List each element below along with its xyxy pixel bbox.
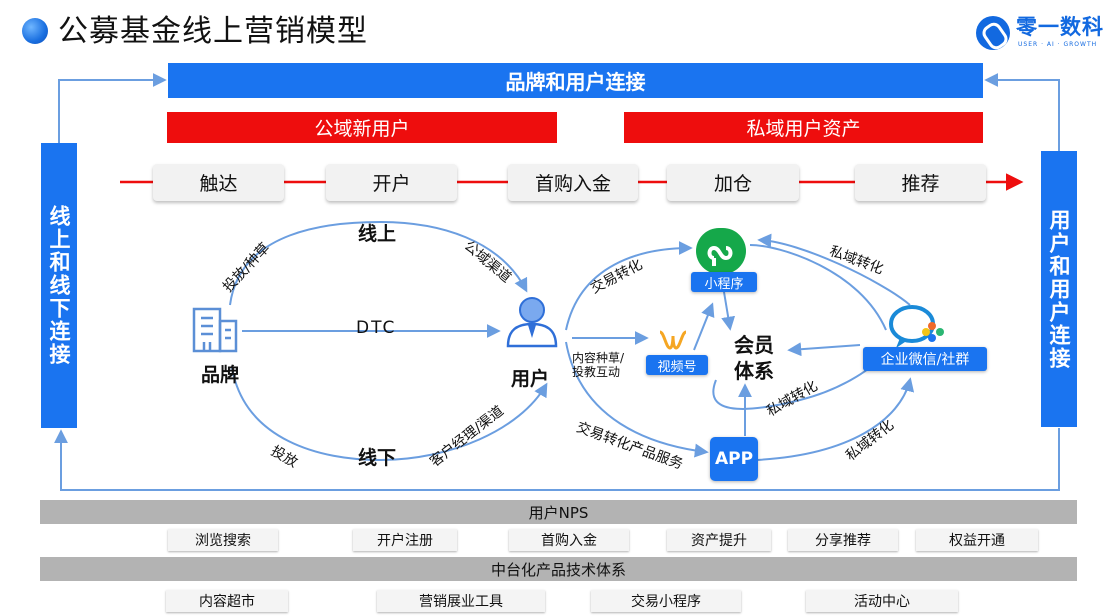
stage-open-account: 开户 — [326, 164, 457, 201]
platform-item-trading-miniprogram: 交易小程序 — [591, 590, 741, 612]
user-nps-bar: 用户NPS — [40, 500, 1077, 524]
curve-private-top — [749, 244, 887, 331]
brand-user-connection-bar: 品牌和用户连接 — [168, 63, 983, 98]
online-label: 线上 — [358, 223, 397, 245]
wecom-tag: 企业微信/社群 — [863, 347, 987, 371]
private-domain-bar: 私域用户资产 — [624, 112, 983, 143]
content-seed-label: 内容种草/ — [572, 351, 625, 365]
logo-subtitle: USER · AI · GROWTH — [1018, 41, 1098, 48]
nps-item-benefit-activate: 权益开通 — [916, 529, 1038, 551]
arrow-private-middle — [712, 355, 882, 410]
logo-mark-icon — [976, 16, 1010, 50]
platform-item-activity-center: 活动中心 — [806, 590, 958, 612]
arrow-video-to-mini — [693, 302, 715, 351]
arrow-private-bottom — [755, 377, 915, 461]
wecom-icon — [889, 305, 944, 348]
nps-item-first-purchase: 首购入金 — [509, 529, 629, 551]
platform-item-content-market: 内容超市 — [166, 590, 288, 612]
nps-item-asset-growth: 资产提升 — [667, 529, 771, 551]
user-user-connection-bar: 用户和用户连接 — [1041, 151, 1077, 427]
logo-text: 零一数科 — [1016, 15, 1104, 39]
arrow-trade-conversion — [565, 241, 693, 331]
arrow-private-top — [757, 233, 911, 306]
loop-arrow-bottom — [54, 428, 1060, 491]
platform-item-marketing-tools: 营销展业工具 — [377, 590, 545, 612]
stage-reach: 触达 — [153, 164, 284, 201]
loop-arrow-top-right — [984, 73, 1060, 151]
nps-item-browse-search: 浏览搜索 — [168, 529, 278, 551]
online-offline-connection-bar: 线上和线下连接 — [41, 143, 77, 428]
video-channel-tag: 视频号 — [646, 355, 708, 375]
video-channel-icon — [659, 330, 687, 350]
building-icon — [192, 307, 238, 353]
offline-label: 线下 — [358, 447, 397, 469]
stage-first-purchase: 首购入金 — [508, 164, 638, 201]
stage-add-position: 加仓 — [667, 164, 799, 201]
user-label: 用户 — [511, 368, 550, 390]
nps-item-share-recommend: 分享推荐 — [788, 529, 898, 551]
mini-program-icon — [696, 228, 746, 274]
app-icon: APP — [710, 437, 758, 481]
mini-program-tag: 小程序 — [691, 272, 757, 292]
arrow-mini-to-member — [721, 291, 736, 331]
stage-recommend: 推荐 — [855, 164, 986, 201]
nps-item-open-register: 开户注册 — [353, 529, 457, 551]
arrow-trade-product-service — [565, 341, 709, 458]
logo: 零一数科 USER · AI · GROWTH — [976, 14, 1104, 52]
arrow-offline — [231, 367, 548, 462]
member-system-label-line1: 会员 — [734, 333, 774, 357]
platform-tech-bar: 中台化产品技术体系 — [40, 557, 1077, 581]
loop-arrow-top-left — [58, 73, 167, 143]
brand-label: 品牌 — [201, 364, 240, 386]
arrow-online — [229, 220, 528, 306]
invest-interact-label: 投教互动 — [572, 365, 621, 379]
user-icon — [506, 297, 558, 348]
page-title: 公募基金线上营销模型 — [58, 14, 368, 49]
dtc-label: DTC — [356, 318, 397, 338]
member-system-label-line2: 体系 — [734, 359, 774, 383]
arrow-wecom-to-member — [787, 342, 861, 357]
public-domain-bar: 公域新用户 — [167, 112, 557, 143]
